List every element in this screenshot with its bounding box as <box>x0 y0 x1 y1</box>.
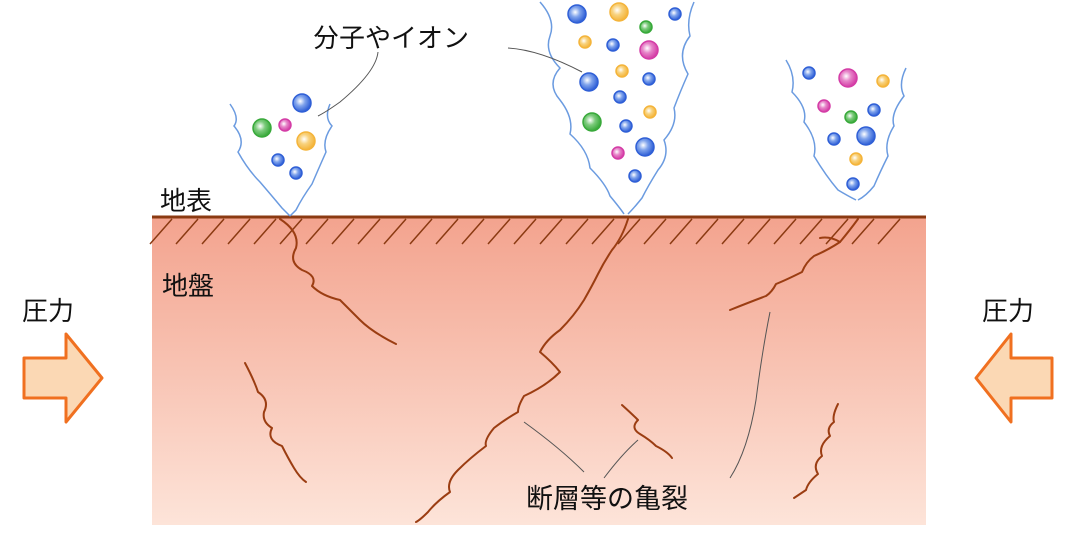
leader-molecules-center <box>507 47 583 73</box>
crack-left-upper <box>279 218 397 345</box>
hatch-line <box>695 218 719 245</box>
hatch-line <box>253 218 277 245</box>
crack-center-main <box>415 218 629 523</box>
plume-right <box>785 59 907 201</box>
hatch-line <box>799 218 823 245</box>
hatch-line <box>487 218 511 245</box>
particle-blue <box>846 177 860 191</box>
particle-magenta <box>278 118 292 132</box>
particle-blue <box>613 90 627 104</box>
plume-left <box>229 103 333 217</box>
hatch-line <box>409 218 433 245</box>
crack-right-upper-branch <box>819 236 841 243</box>
particle-green <box>639 20 653 34</box>
label-pressure-left: 圧力 <box>22 297 74 327</box>
crack-left-lower <box>244 362 307 483</box>
hatch-line <box>877 218 901 245</box>
hatch-line <box>747 218 771 245</box>
hatch-line <box>201 218 225 245</box>
hatch-line <box>149 218 173 245</box>
particle-blue <box>606 38 620 52</box>
particle-blue <box>827 132 841 146</box>
hatch-line <box>591 218 615 245</box>
hatch-line <box>331 218 355 245</box>
plume-center <box>539 1 695 215</box>
hatch-line <box>643 218 667 245</box>
hatch-line <box>669 218 693 245</box>
arrow-left-icon <box>974 332 1054 424</box>
hatch-line <box>721 218 745 245</box>
particle-blue <box>579 72 599 92</box>
hatch-line <box>227 218 251 245</box>
particle-blue <box>289 166 303 180</box>
label-surface: 地表 <box>160 187 212 217</box>
crack-right-lower <box>793 403 839 499</box>
hatch-line <box>773 218 797 245</box>
label-molecules: 分子やイオン <box>313 24 469 54</box>
hatch-line <box>279 218 303 245</box>
surface-hatching <box>149 218 901 245</box>
particle-green <box>582 112 602 132</box>
particle-blue <box>856 126 876 146</box>
crack-group <box>244 218 859 523</box>
particle-magenta <box>639 40 659 60</box>
particle-blue <box>668 7 682 21</box>
particle-orange <box>609 2 629 22</box>
particle-orange <box>643 105 657 119</box>
particle-orange <box>296 131 316 151</box>
hatch-line <box>539 218 563 245</box>
leader-cracks-a <box>523 421 585 473</box>
particle-blue <box>802 66 816 80</box>
hatch-line <box>461 218 485 245</box>
leader-cracks-c <box>729 311 771 479</box>
arrow-right-icon <box>22 332 104 424</box>
particle-magenta <box>611 146 625 160</box>
particle-blue <box>867 103 881 117</box>
leader-cracks-b <box>603 439 639 479</box>
hatch-line <box>383 218 407 245</box>
particle-green <box>844 110 858 124</box>
label-ground: 地盤 <box>162 272 214 302</box>
particle-blue <box>567 4 587 24</box>
hatch-line <box>513 218 537 245</box>
particle-green <box>252 118 272 138</box>
particle-orange <box>876 74 890 88</box>
particle-blue <box>271 153 285 167</box>
hatch-line <box>825 218 849 245</box>
particle-blue <box>628 169 642 183</box>
hatch-line <box>617 218 641 245</box>
hatch-line <box>175 218 199 245</box>
particle-blue <box>292 93 312 113</box>
label-cracks: 断層等の亀裂 <box>526 484 688 515</box>
hatch-line <box>357 218 381 245</box>
leader-lines <box>317 47 771 479</box>
hatch-line <box>565 218 589 245</box>
hatch-line <box>435 218 459 245</box>
particle-magenta <box>817 99 831 113</box>
ground-layer <box>152 217 926 525</box>
particle-orange <box>849 152 863 166</box>
particle-group <box>252 2 890 191</box>
particle-blue <box>619 119 633 133</box>
particle-blue <box>635 137 655 157</box>
crack-center-small <box>621 404 673 459</box>
label-pressure-right: 圧力 <box>982 297 1034 327</box>
particle-magenta <box>838 68 858 88</box>
particle-blue <box>642 72 656 86</box>
particle-orange <box>578 35 592 49</box>
leader-molecules-left <box>317 51 379 117</box>
particle-orange <box>615 64 629 78</box>
hatch-line <box>305 218 329 245</box>
hatch-line <box>851 218 875 245</box>
